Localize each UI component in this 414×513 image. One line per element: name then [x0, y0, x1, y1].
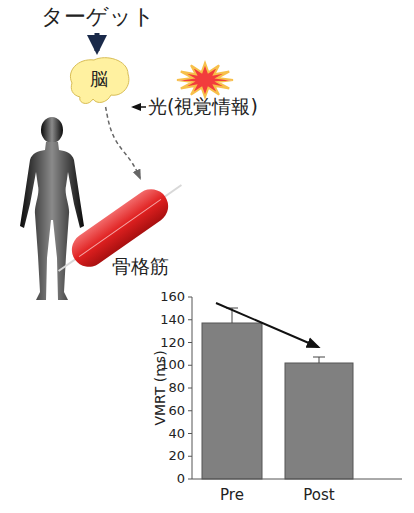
light-burst — [177, 63, 233, 97]
human-silhouette — [20, 117, 84, 300]
trend-arrow — [216, 303, 318, 347]
brain-label: 脳 — [90, 69, 108, 90]
tick-value: 60 — [168, 403, 185, 418]
tick-value: 40 — [168, 426, 185, 441]
tick-value: 0 — [177, 472, 185, 487]
bar-chart — [188, 297, 402, 479]
tick-value: 80 — [168, 381, 185, 396]
bar-pre — [202, 323, 262, 479]
light-label: 光(視覚情報) — [148, 96, 258, 118]
y-ticks — [188, 297, 192, 479]
bar-post — [285, 363, 353, 479]
tick-value: 20 — [168, 449, 185, 464]
target-arrow — [95, 33, 100, 51]
tick-value: 160 — [160, 290, 185, 305]
tick-value: 140 — [160, 312, 185, 327]
axis-title: VMRT (ms) — [152, 350, 168, 425]
category-label: Pre — [220, 487, 244, 504]
light-arrow — [133, 106, 146, 108]
x-axis — [192, 479, 402, 480]
category-label: Post — [303, 487, 334, 504]
muscle-label: 骨格筋 — [112, 256, 169, 278]
tick-value: 120 — [160, 335, 185, 350]
error-bars — [226, 308, 325, 363]
skeletal-muscle: 骨格筋 — [62, 178, 187, 282]
target-label: ターゲット — [41, 4, 155, 29]
brain-shape: 脳 — [66, 55, 132, 107]
dashed-connector — [106, 107, 140, 178]
